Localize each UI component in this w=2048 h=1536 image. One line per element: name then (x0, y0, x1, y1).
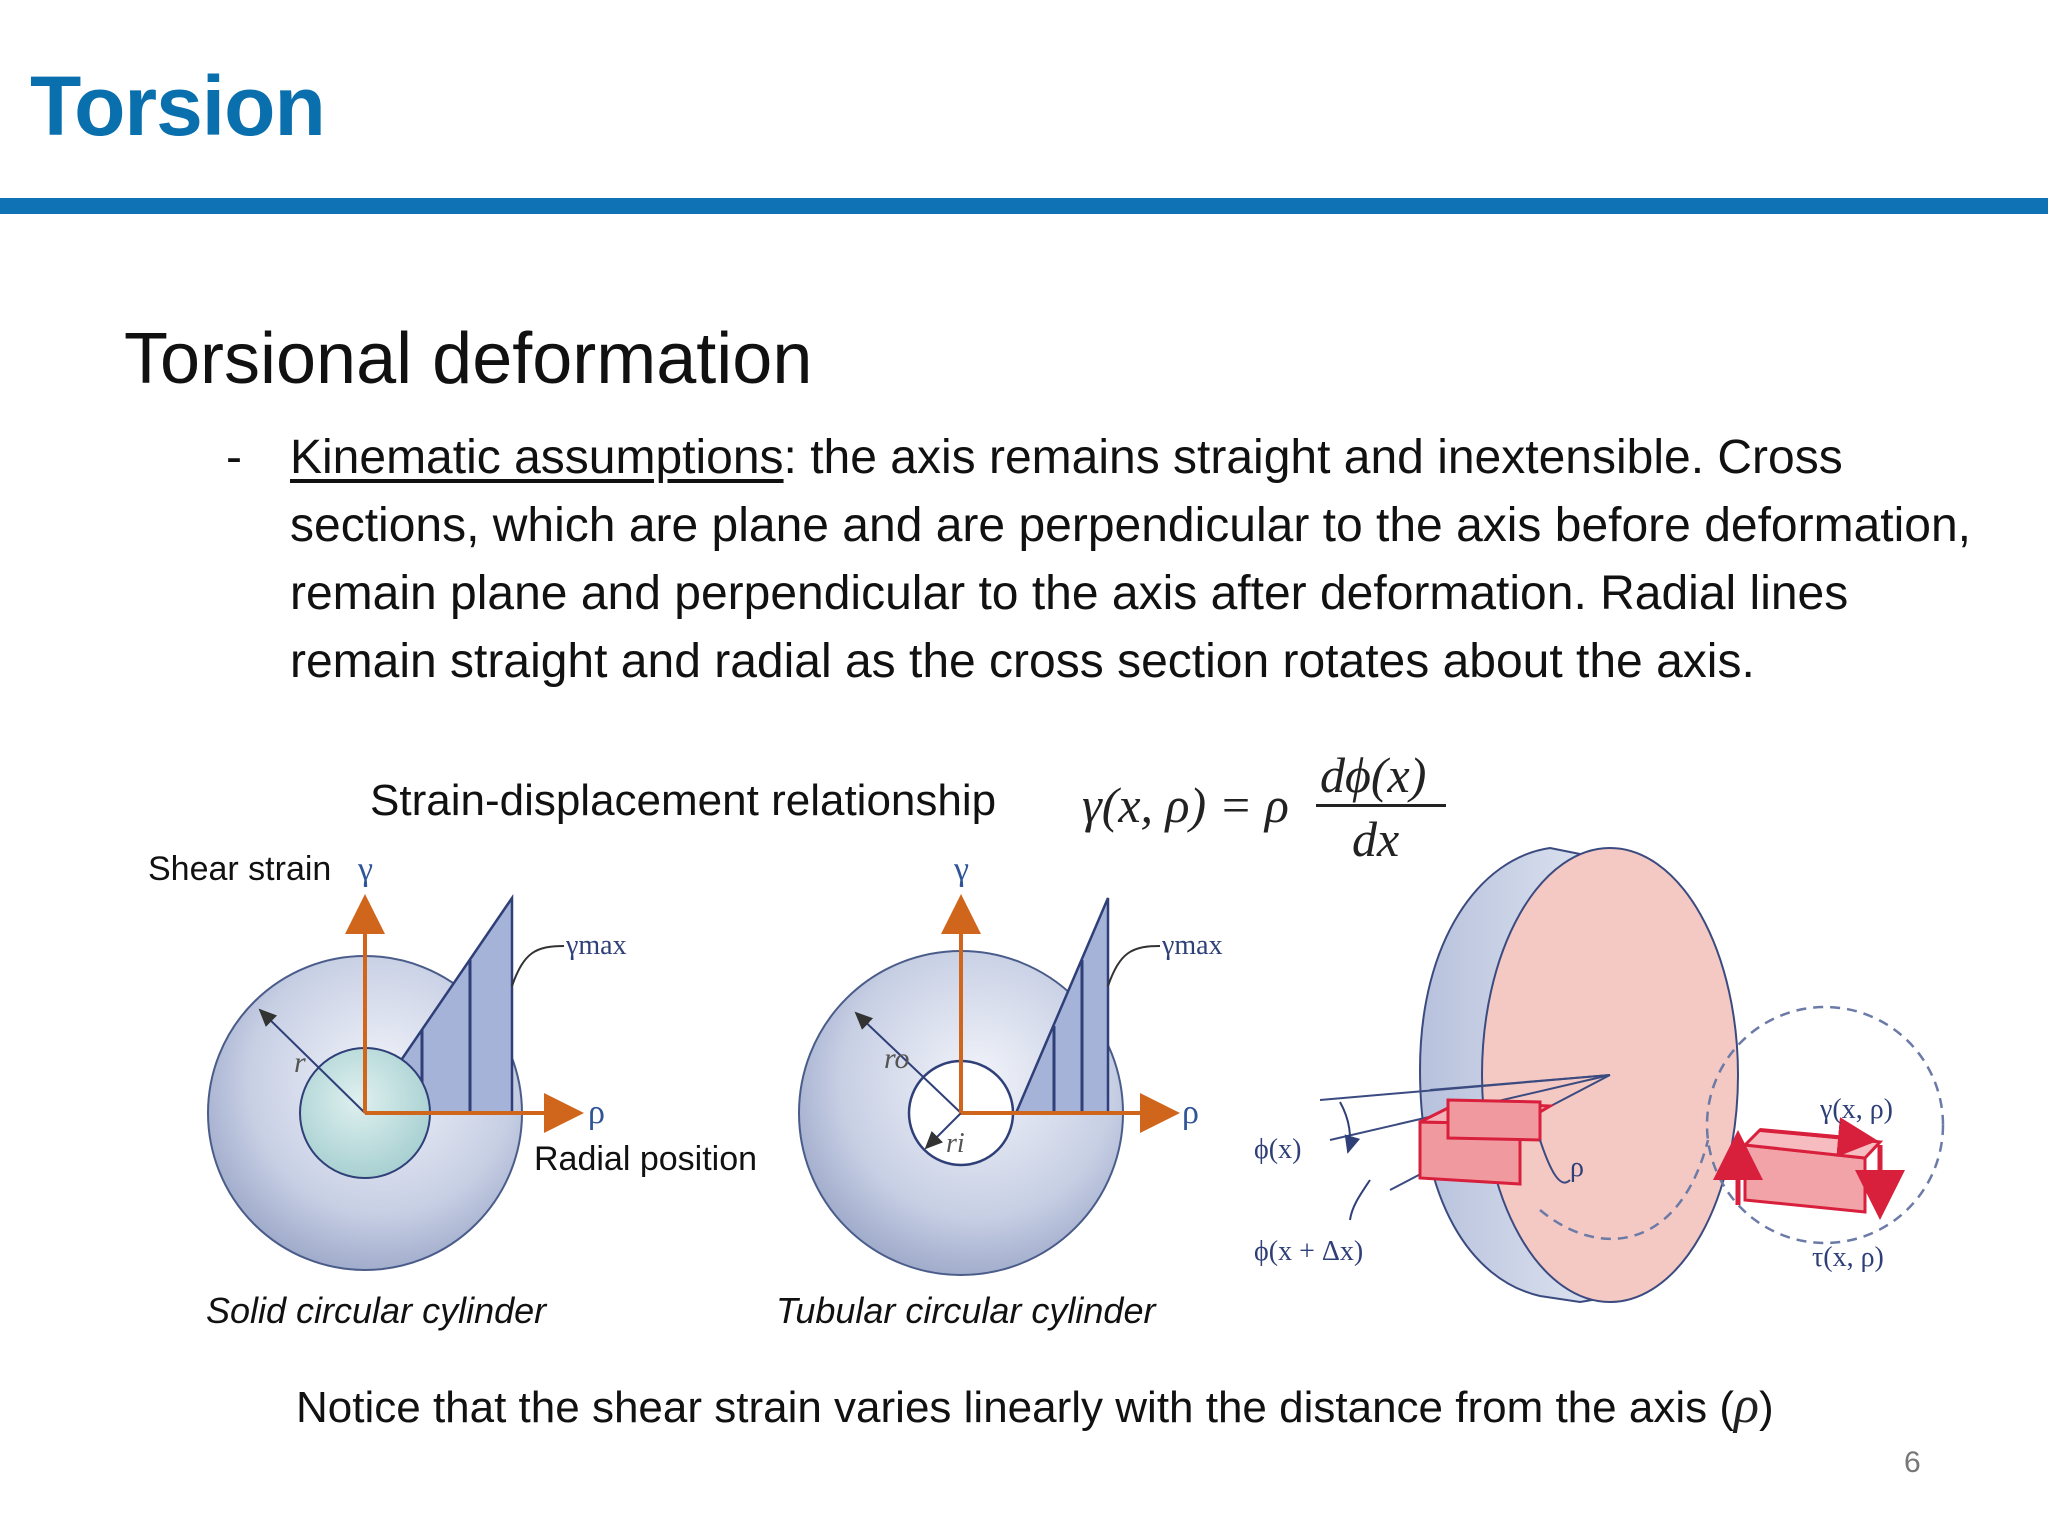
bullet-marker: - (226, 431, 242, 484)
linear-variation-note: Notice that the shear strain varies line… (296, 1376, 1774, 1435)
radial-position-label: Radial position (534, 1140, 758, 1178)
gamma-axis-label-2: γ (953, 851, 969, 888)
note-text: Notice that the shear strain varies line… (296, 1383, 1734, 1432)
bullet-paragraph: Kinematic assumptions: the axis remains … (290, 424, 1980, 696)
rho-axis-label: ρ (588, 1094, 605, 1131)
gamma-max-label: γmax (565, 930, 627, 961)
solid-cylinder-strain-diagram: r γ ρ γmax (207, 851, 627, 1271)
note-rho-symbol: ρ (1733, 1377, 1759, 1434)
slide-title: Torsion (30, 59, 326, 153)
phi-x-label: ϕ(x) (1254, 1134, 1301, 1165)
gamma-axis-label: γ (357, 851, 373, 888)
r-label: r (294, 1046, 306, 1079)
note-close: ) (1758, 1383, 1774, 1432)
relation-label: Strain-displacement relationship (370, 776, 997, 825)
bullet-term: Kinematic assumptions (290, 431, 784, 484)
gamma-max-label-2: γmax (1161, 930, 1223, 961)
title-divider (0, 198, 2048, 214)
caption-solid-cylinder: Solid circular cylinder (206, 1290, 547, 1331)
shear-strain-label: Shear strain (148, 850, 332, 888)
bullet-body: : the axis remains straight and inextens… (290, 431, 1972, 688)
caption-tubular-cylinder: Tubular circular cylinder (776, 1290, 1156, 1331)
ro-label: ro (884, 1042, 910, 1075)
ri-label: ri (946, 1128, 965, 1159)
equation-numerator: dϕ(x) (1320, 747, 1427, 803)
equation-fraction-bar (1316, 804, 1446, 807)
tubular-cylinder-strain-diagram: ro ri γ ρ γmax (798, 851, 1223, 1276)
gamma-x-rho-label: γ(x, ρ) (1819, 1094, 1893, 1125)
shaft-element-diagram: ρ ϕ(x) ϕ(x + Δx) γ(x, ρ) τ(x, ρ) (1254, 846, 1945, 1304)
equation-denominator: dx (1352, 811, 1400, 867)
rho-element-label: ρ (1570, 1152, 1584, 1183)
section-heading: Torsional deformation (124, 319, 813, 399)
page-number: 6 (1904, 1446, 1921, 1479)
rho-axis-label-2: ρ (1182, 1094, 1199, 1131)
phi-x-dx-label: ϕ(x + Δx) (1254, 1236, 1363, 1267)
tau-x-rho-label: τ(x, ρ) (1812, 1242, 1884, 1273)
equation-lhs: γ(x, ρ) = ρ (1082, 777, 1289, 833)
